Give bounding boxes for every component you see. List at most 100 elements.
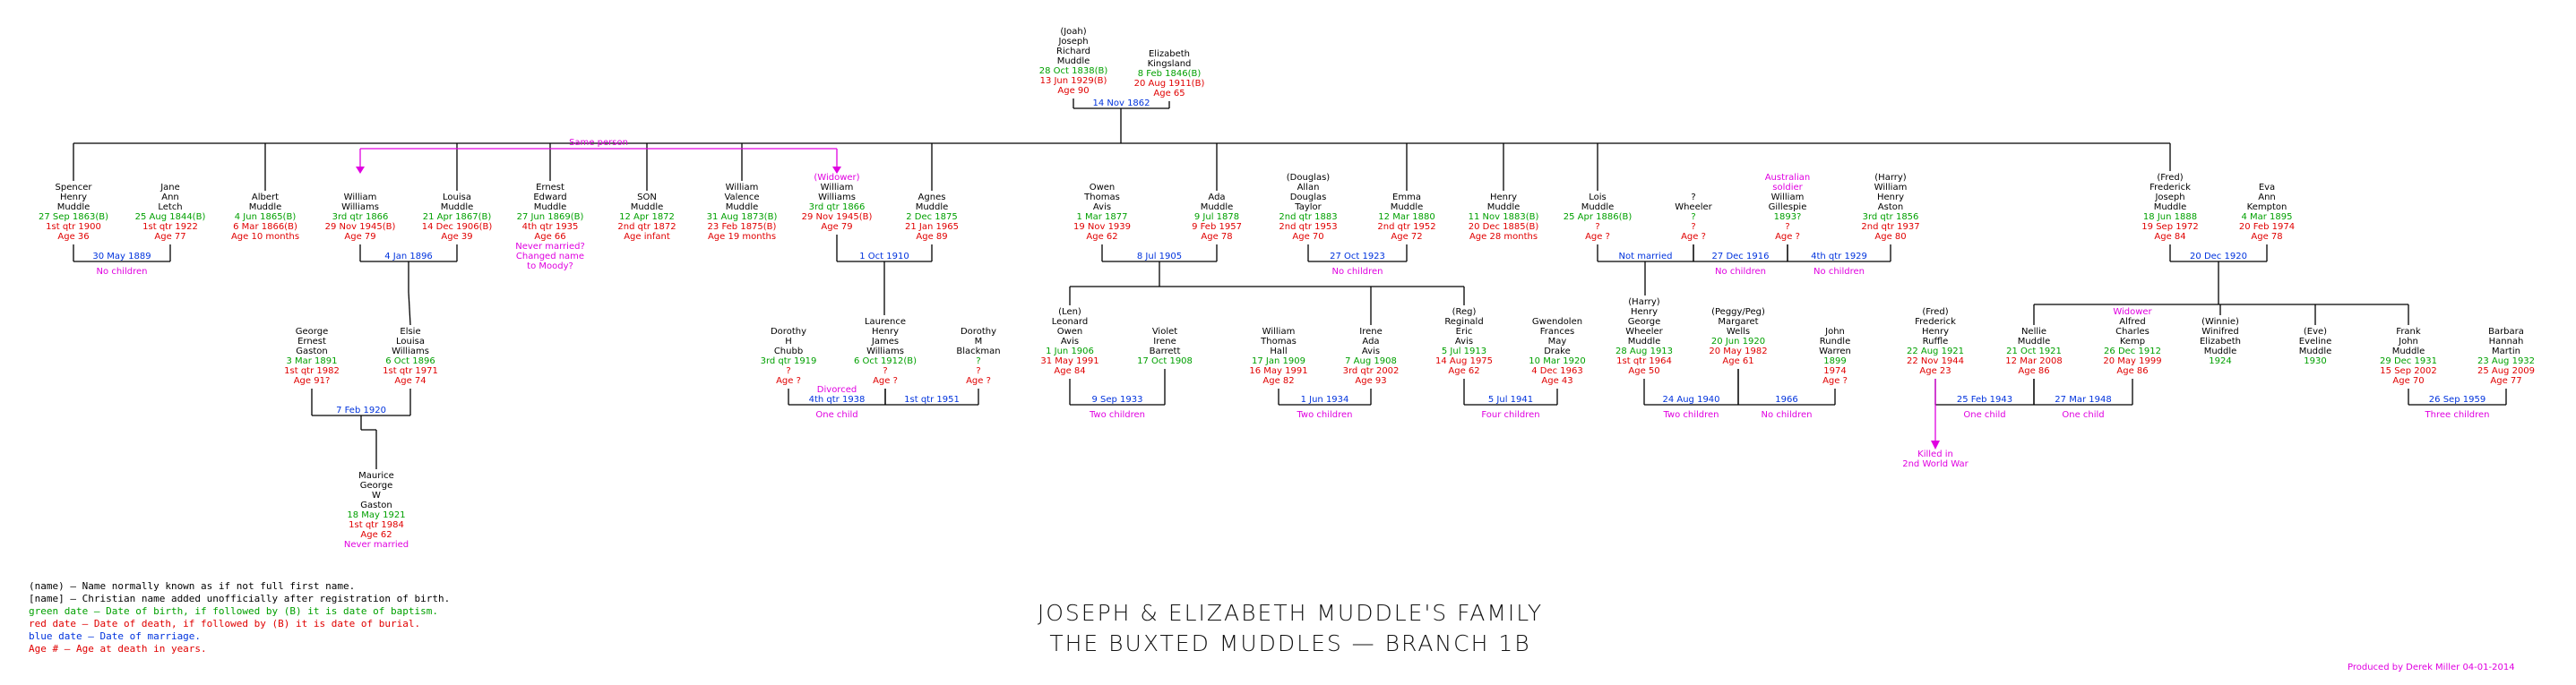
person-line: ? xyxy=(1691,222,1695,232)
person-line: Muddle xyxy=(1628,337,1661,347)
person-line: Age 50 xyxy=(1628,366,1659,376)
person-line: Age 72 xyxy=(1391,232,1422,242)
person-line: Wheeler xyxy=(1675,202,1712,212)
person-line: Aston xyxy=(1878,202,1903,212)
person-line: ? xyxy=(1691,193,1695,202)
person-line: Age 62 xyxy=(1086,232,1117,242)
person-line: 17 Jan 1909 xyxy=(1252,356,1305,366)
person-line: 2nd qtr 1937 xyxy=(1861,222,1919,232)
person-line: 12 Mar 2008 xyxy=(2005,356,2062,366)
person-line: Changed name xyxy=(516,252,584,261)
person-line: 12 Apr 1872 xyxy=(619,212,675,222)
person-line: 3rd qtr 1919 xyxy=(761,356,817,366)
legend-line: (name) — Name normally known as if not f… xyxy=(29,580,356,592)
person-line: Allan xyxy=(1297,183,1320,193)
person-line: 16 May 1991 xyxy=(1249,366,1307,376)
person-line: Joseph xyxy=(2154,193,2184,202)
person-line: Valence xyxy=(724,193,759,202)
marriage-date: 4th qtr 1938 xyxy=(809,395,866,405)
person-line: Hannah xyxy=(2489,337,2524,347)
descent-line xyxy=(408,291,411,326)
person-line: Age 86 xyxy=(2116,366,2148,376)
person-line: Barrett xyxy=(1150,347,1181,356)
person-line: James xyxy=(871,337,899,347)
person-line: Avis xyxy=(1093,202,1111,212)
person-line: Ann xyxy=(161,193,179,202)
person-line: William xyxy=(1771,193,1805,202)
marriage-date: 1966 xyxy=(1775,395,1797,405)
person-line: 29 Dec 1931 xyxy=(2380,356,2437,366)
person-line: George xyxy=(1628,317,1660,327)
person-line: Age 77 xyxy=(2490,376,2521,386)
person-line: 11 Nov 1883(B) xyxy=(1469,212,1539,222)
person-line: Eva xyxy=(2259,183,2275,193)
marriage-date: 1 Oct 1910 xyxy=(859,252,909,261)
person-line: 12 Mar 1880 xyxy=(1378,212,1434,222)
person-line: May xyxy=(1548,337,1567,347)
person-line: William xyxy=(821,183,854,193)
person-line: W xyxy=(372,491,381,501)
person-line: Dorothy xyxy=(771,327,806,337)
person-line: Joseph xyxy=(1057,37,1088,47)
person-line: Henry xyxy=(1877,193,1904,202)
person-line: 3rd qtr 2002 xyxy=(1343,366,1400,376)
person-line: 6 Oct 1896 xyxy=(385,356,435,366)
person-line: Age 66 xyxy=(534,232,565,242)
person-line: 3rd qtr 1866 xyxy=(332,212,389,222)
person-line: 1899 xyxy=(1823,356,1846,366)
person-line: (Reg) xyxy=(1452,307,1477,317)
person-line: Age 70 xyxy=(1292,232,1323,242)
person-line: Elizabeth xyxy=(2200,337,2241,347)
person-line: Age 91? xyxy=(294,376,331,386)
person-line: Dorothy xyxy=(961,327,996,337)
person-line: Kemp xyxy=(2120,337,2145,347)
person-line: 1 Jun 1906 xyxy=(1046,347,1094,356)
person-line: 1st qtr 1971 xyxy=(383,366,438,376)
children-note: No children xyxy=(97,267,148,277)
person-line: Age 78 xyxy=(1201,232,1232,242)
person-line: 20 May 1999 xyxy=(2103,356,2161,366)
person-line: (Douglas) xyxy=(1287,173,1331,183)
person-line: 1930 xyxy=(2304,356,2326,366)
person-line: 15 Sep 2002 xyxy=(2380,366,2436,376)
person-line: Age ? xyxy=(776,376,801,386)
person-line: 1974 xyxy=(1823,366,1846,376)
person-line: 21 Oct 1921 xyxy=(2006,347,2062,356)
person-line: 20 May 1982 xyxy=(1709,347,1767,356)
person-line: Gillespie xyxy=(1769,202,1807,212)
person-line: Letch xyxy=(158,202,182,212)
person-line: 1st qtr 1964 xyxy=(1616,356,1672,366)
person-line: 28 Oct 1838(B) xyxy=(1039,66,1108,76)
person-line: Gaston xyxy=(296,347,327,356)
children-note: Two children xyxy=(1296,410,1352,420)
person-line: Ada xyxy=(1208,193,1225,202)
person-line: Louisa xyxy=(396,337,425,347)
person-line: ? xyxy=(1691,212,1695,222)
person-line: Elsie xyxy=(400,327,420,337)
person-line: 31 May 1991 xyxy=(1040,356,1098,366)
person-line: 27 Jun 1869(B) xyxy=(517,212,584,222)
children-note: No children xyxy=(1814,267,1865,277)
person-line: 7 Aug 1908 xyxy=(1345,356,1397,366)
person-line: Muddle xyxy=(1057,56,1090,66)
person-line: Wells xyxy=(1727,327,1750,337)
person-line: Frances xyxy=(1540,327,1574,337)
person-line: (Peggy/Peg) xyxy=(1711,307,1765,317)
person-line: Widower xyxy=(2113,307,2152,317)
person-line: 20 Feb 1974 xyxy=(2239,222,2295,232)
person-line: Winifred xyxy=(2201,327,2238,337)
